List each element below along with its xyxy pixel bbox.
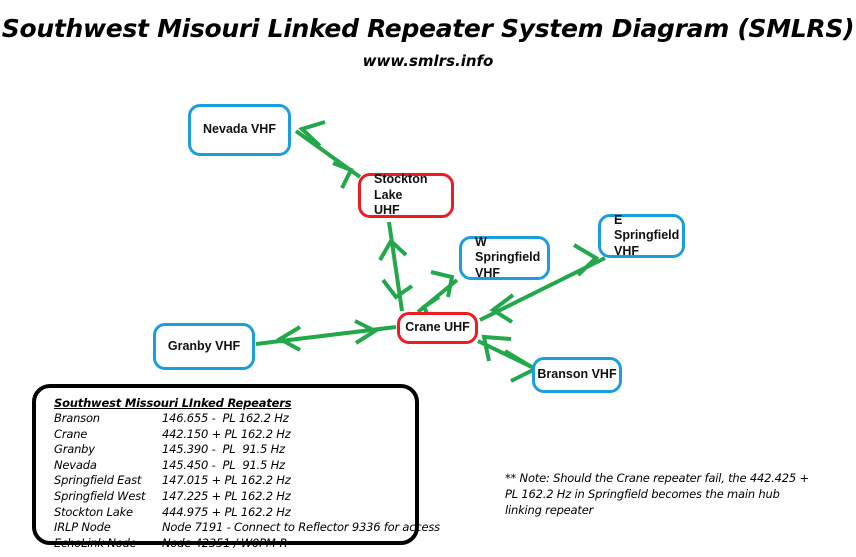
node-label: Stockton Lake UHF — [374, 172, 428, 218]
legend-row: IRLP Node Node 7191 - Connect to Reflecto… — [54, 520, 440, 536]
legend-repeater-value: 444.975 + PL 162.2 Hz — [162, 504, 291, 519]
legend-row: Nevada 145.450 - PL 91.5 Hz — [54, 458, 415, 474]
arrowhead-to-crane-4 — [354, 319, 380, 345]
legend-row: Branson 146.655 - PL 162.2 Hz — [54, 411, 415, 427]
legend-repeater-value: 145.390 - PL 91.5 Hz — [162, 442, 285, 457]
node-e-springfield[interactable]: E Springfield VHF — [598, 212, 685, 258]
arrowhead-to-espringfield — [572, 243, 600, 277]
page-title: Southwest Misouri Linked Repeater System… — [1, 14, 855, 43]
legend-repeater-value: 442.150 + PL 162.2 Hz — [162, 426, 291, 441]
legend-row: Stockton Lake 444.975 + PL 162.2 Hz — [54, 505, 415, 521]
node-branson[interactable]: Branson VHF — [532, 357, 622, 393]
page-subtitle: www.smlrs.info — [362, 52, 494, 70]
legend-row: Granby 145.390 - PL 91.5 Hz — [54, 442, 415, 458]
legend-row: EchoLink Node Node 42351 / W0PM-R — [54, 536, 415, 552]
arrowhead-to-stockton-2 — [378, 237, 408, 262]
node-stockton[interactable]: Stockton Lake UHF — [358, 172, 454, 218]
node-label: E Springfield VHF — [614, 212, 680, 258]
node-w-springfield[interactable]: W Springfield VHF — [459, 234, 550, 280]
arrowhead-to-granby — [275, 325, 302, 352]
node-label: Granby VHF — [167, 338, 241, 353]
node-label: Branson VHF — [537, 367, 617, 382]
legend-repeater-name: Springfield East — [54, 473, 142, 488]
arrowhead-to-stockton-1 — [332, 161, 354, 189]
arrowhead-to-crane-1 — [381, 278, 414, 300]
legend-row: Springfield East 147.015 + PL 162.2 Hz — [54, 473, 415, 489]
arrowhead-to-wspringfield — [430, 270, 455, 298]
legend-repeater-name: Nevada — [54, 457, 97, 472]
legend-repeater-value: 146.655 - PL 162.2 Hz — [162, 411, 289, 425]
legend-repeater-value: 147.015 + PL 162.2 Hz — [162, 473, 291, 488]
legend-rows: Branson 146.655 - PL 162.2 Hz Crane 442.150… — [54, 411, 440, 552]
legend-repeater-name: Springfield West — [54, 488, 146, 503]
footnote: ** Note: Should the Crane repeater fail,… — [505, 471, 809, 517]
node-crane[interactable]: Crane UHF — [397, 312, 478, 344]
legend-repeater-value: 145.450 - PL 91.5 Hz — [162, 457, 285, 472]
legend-row: Springfield West 147.225 + PL 162.2 Hz — [54, 489, 415, 505]
legend-repeater-name: EchoLink Node — [54, 535, 137, 550]
arrowhead-to-crane-5 — [481, 334, 512, 362]
legend-repeater-value: 147.225 + PL 162.2 Hz — [162, 488, 291, 503]
arrowhead-to-crane-3 — [489, 293, 515, 324]
arrowhead-to-branson — [503, 349, 540, 383]
legend-repeater-name: Crane — [54, 426, 88, 441]
legend-repeater-name: Stockton Lake — [54, 504, 133, 519]
node-nevada[interactable]: Nevada VHF — [188, 104, 291, 156]
legend-heading: Southwest Missouri LInked Repeaters — [54, 396, 292, 410]
node-label: Nevada VHF — [203, 122, 276, 137]
legend-panel: Southwest Missouri LInked Repeaters Bran… — [32, 384, 440, 550]
node-label: W Springfield VHF — [475, 234, 541, 280]
node-label: Crane UHF — [405, 320, 470, 335]
legend-repeater-value: Node 42351 / W0PM-R — [162, 535, 288, 550]
legend-row: Crane 442.150 + PL 162.2 Hz — [54, 427, 415, 443]
legend-repeater-value: Node 7191 - Connect to Reflector 9336 fo… — [162, 520, 440, 535]
legend-repeater-name: IRLP Node — [54, 520, 111, 535]
legend-repeater-name: Branson — [54, 411, 100, 425]
arrowhead-to-nevada — [298, 120, 326, 148]
legend-repeater-name: Granby — [54, 442, 95, 457]
node-granby[interactable]: Granby VHF — [153, 323, 255, 370]
